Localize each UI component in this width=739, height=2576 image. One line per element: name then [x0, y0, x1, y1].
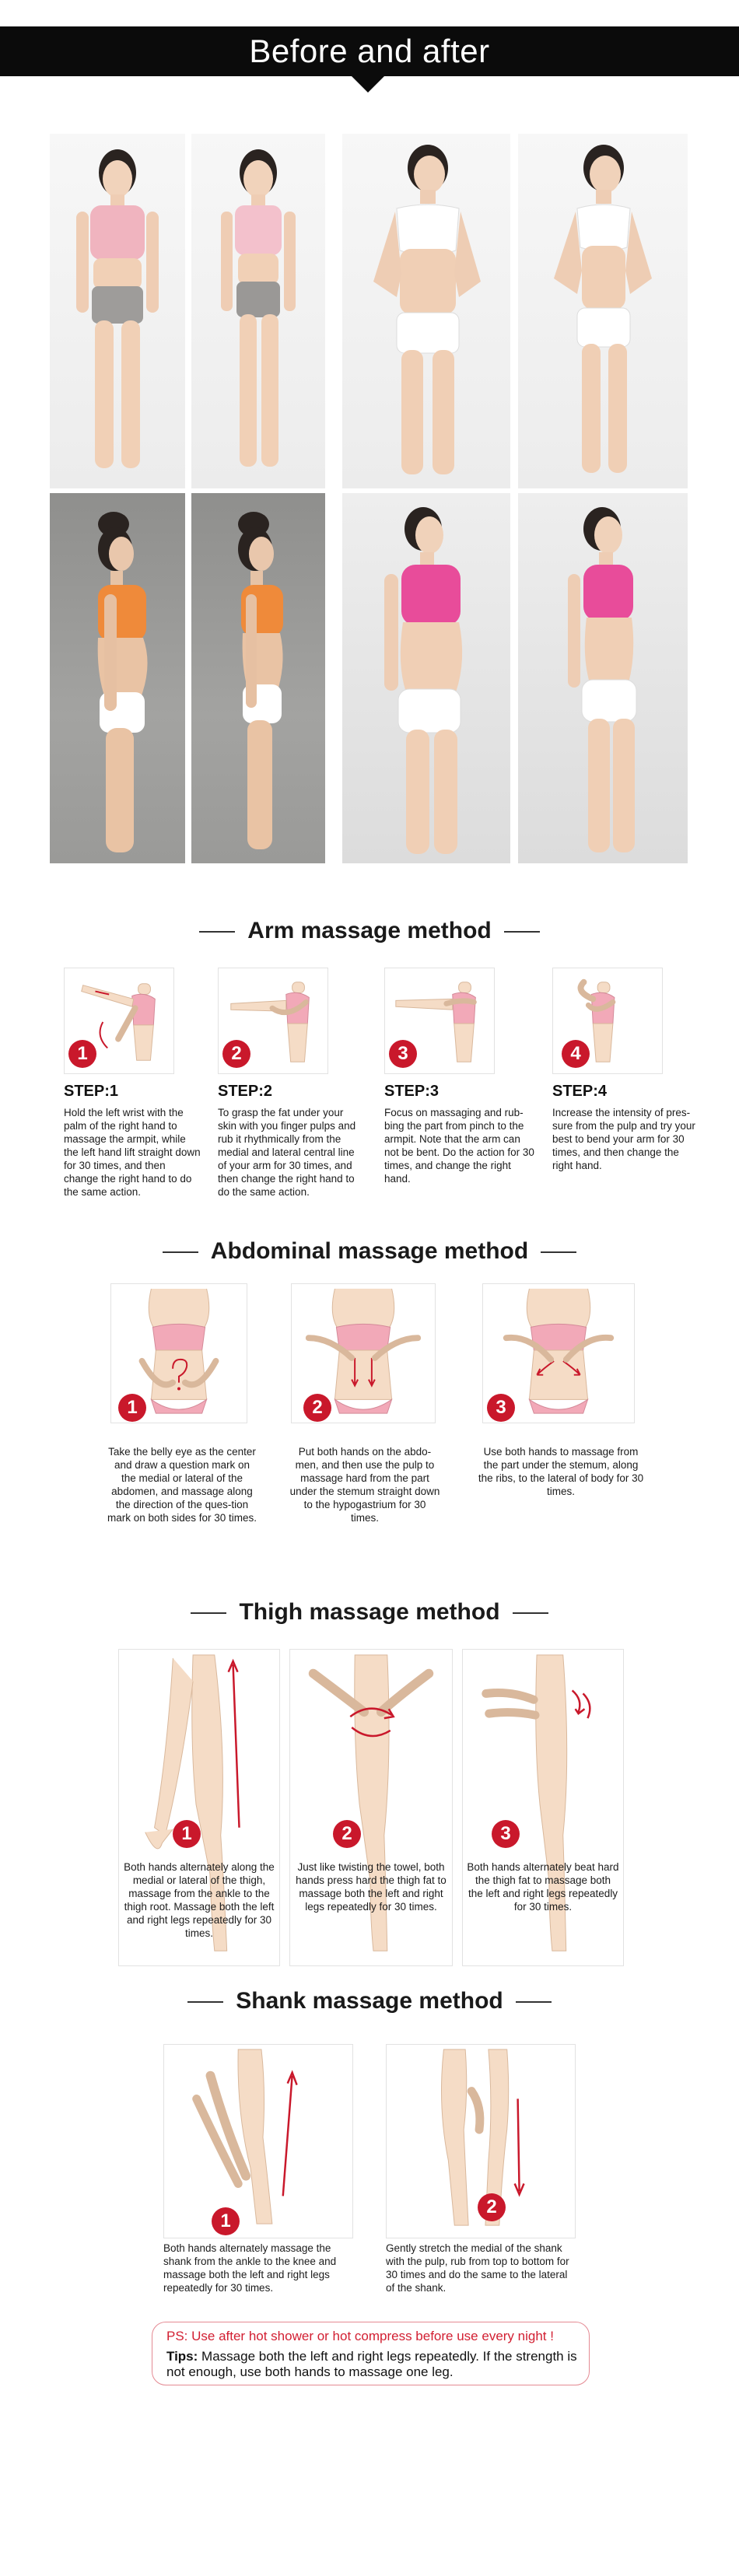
thigh-step-1-illustration — [118, 1649, 280, 1966]
photo-side-after-2 — [191, 493, 325, 863]
arm-step-1-text: Hold the left wrist with the palm of the… — [64, 1107, 201, 1198]
arm-step-4-label: STEP:4 — [552, 1083, 608, 1100]
arm-step-2-text: To grasp the fat under your skin with yo… — [218, 1107, 356, 1198]
photo-side-before-3 — [342, 493, 510, 863]
arm-step-3-label: STEP:3 — [384, 1083, 440, 1100]
title-line-right — [512, 1612, 548, 1615]
title-line-left — [199, 931, 236, 933]
tips-body: Massage both the left and right legs rep… — [166, 2349, 577, 2379]
arm-step-2-illustration — [218, 968, 328, 1074]
abdominal-step-3-text: Use both hands to massage from the part … — [478, 1446, 644, 1497]
thigh-step-3-illustration — [462, 1649, 624, 1966]
photo-pose-after-1 — [518, 134, 688, 488]
arm-step-2-badge: 2 — [222, 1040, 250, 1068]
title-line-left — [191, 1612, 227, 1615]
shank-step-1-illustration — [163, 2044, 353, 2238]
arm-section-title: Arm massage method — [0, 918, 739, 944]
header-banner: Before and after — [0, 26, 739, 76]
abdominal-step-2-illustration — [291, 1283, 436, 1423]
banner-arrow — [351, 75, 385, 93]
photo-side-after-3 — [518, 493, 688, 863]
shank-step-1-badge: 1 — [212, 2207, 240, 2235]
arm-step-1-badge: 1 — [68, 1040, 96, 1068]
arm-step-3-badge: 3 — [389, 1040, 417, 1068]
ps-note: PS: Use after hot shower or hot compress… — [166, 2329, 554, 2343]
photo-side-before-2 — [50, 493, 185, 863]
shank-step-2-badge: 2 — [478, 2193, 506, 2221]
tips-label: Tips: — [166, 2349, 198, 2364]
thigh-step-2-illustration — [289, 1649, 453, 1966]
thigh-step-3-badge: 3 — [492, 1820, 520, 1848]
arm-step-4-illustration — [552, 968, 663, 1074]
thigh-step-2-text: Just like twisting the towel, both hands… — [296, 1861, 447, 1913]
arm-step-4-badge: 4 — [562, 1040, 590, 1068]
abdominal-step-2-badge: 2 — [303, 1394, 331, 1422]
title-line-left — [187, 2001, 224, 2004]
tips-text: Tips: Massage both the left and right le… — [166, 2349, 579, 2380]
banner-title: Before and after — [249, 33, 490, 69]
abdominal-step-3-badge: 3 — [487, 1394, 515, 1422]
photo-front-after-1 — [191, 134, 325, 488]
arm-step-1-label: STEP:1 — [64, 1083, 119, 1100]
shank-step-1-text: Both hands alternately massage the shank… — [163, 2242, 337, 2294]
tips-note-box: PS: Use after hot shower or hot compress… — [152, 2322, 590, 2385]
title-line-right — [515, 2001, 552, 2004]
thigh-step-3-text: Both hands alternately beat hard the thi… — [467, 1861, 619, 1913]
abdominal-step-2-text: Put both hands on the abdo-men, and then… — [289, 1446, 440, 1524]
thigh-step-1-text: Both hands alternately along the medial … — [124, 1861, 275, 1939]
abdominal-step-1-badge: 1 — [118, 1394, 146, 1422]
abdominal-step-1-text: Take the belly eye as the center and dra… — [107, 1446, 257, 1524]
photo-front-before-1 — [50, 134, 185, 488]
title-line-right — [503, 931, 540, 933]
shank-step-2-text: Gently stretch the medial of the shank w… — [386, 2242, 569, 2294]
thigh-step-2-badge: 2 — [333, 1820, 361, 1848]
photo-pose-before-1 — [342, 134, 510, 488]
abdominal-section-title: Abdominal massage method — [0, 1238, 739, 1265]
thigh-step-1-badge: 1 — [173, 1820, 201, 1848]
title-line-right — [541, 1251, 577, 1254]
shank-section-title: Shank massage method — [0, 1988, 739, 2014]
thigh-section-title: Thigh massage method — [0, 1599, 739, 1626]
arm-step-2-label: STEP:2 — [218, 1083, 273, 1100]
arm-step-4-text: Increase the intensity of pres-sure from… — [552, 1107, 695, 1171]
title-line-left — [162, 1251, 198, 1254]
arm-step-3-text: Focus on massaging and rub-bing the part… — [384, 1107, 534, 1185]
